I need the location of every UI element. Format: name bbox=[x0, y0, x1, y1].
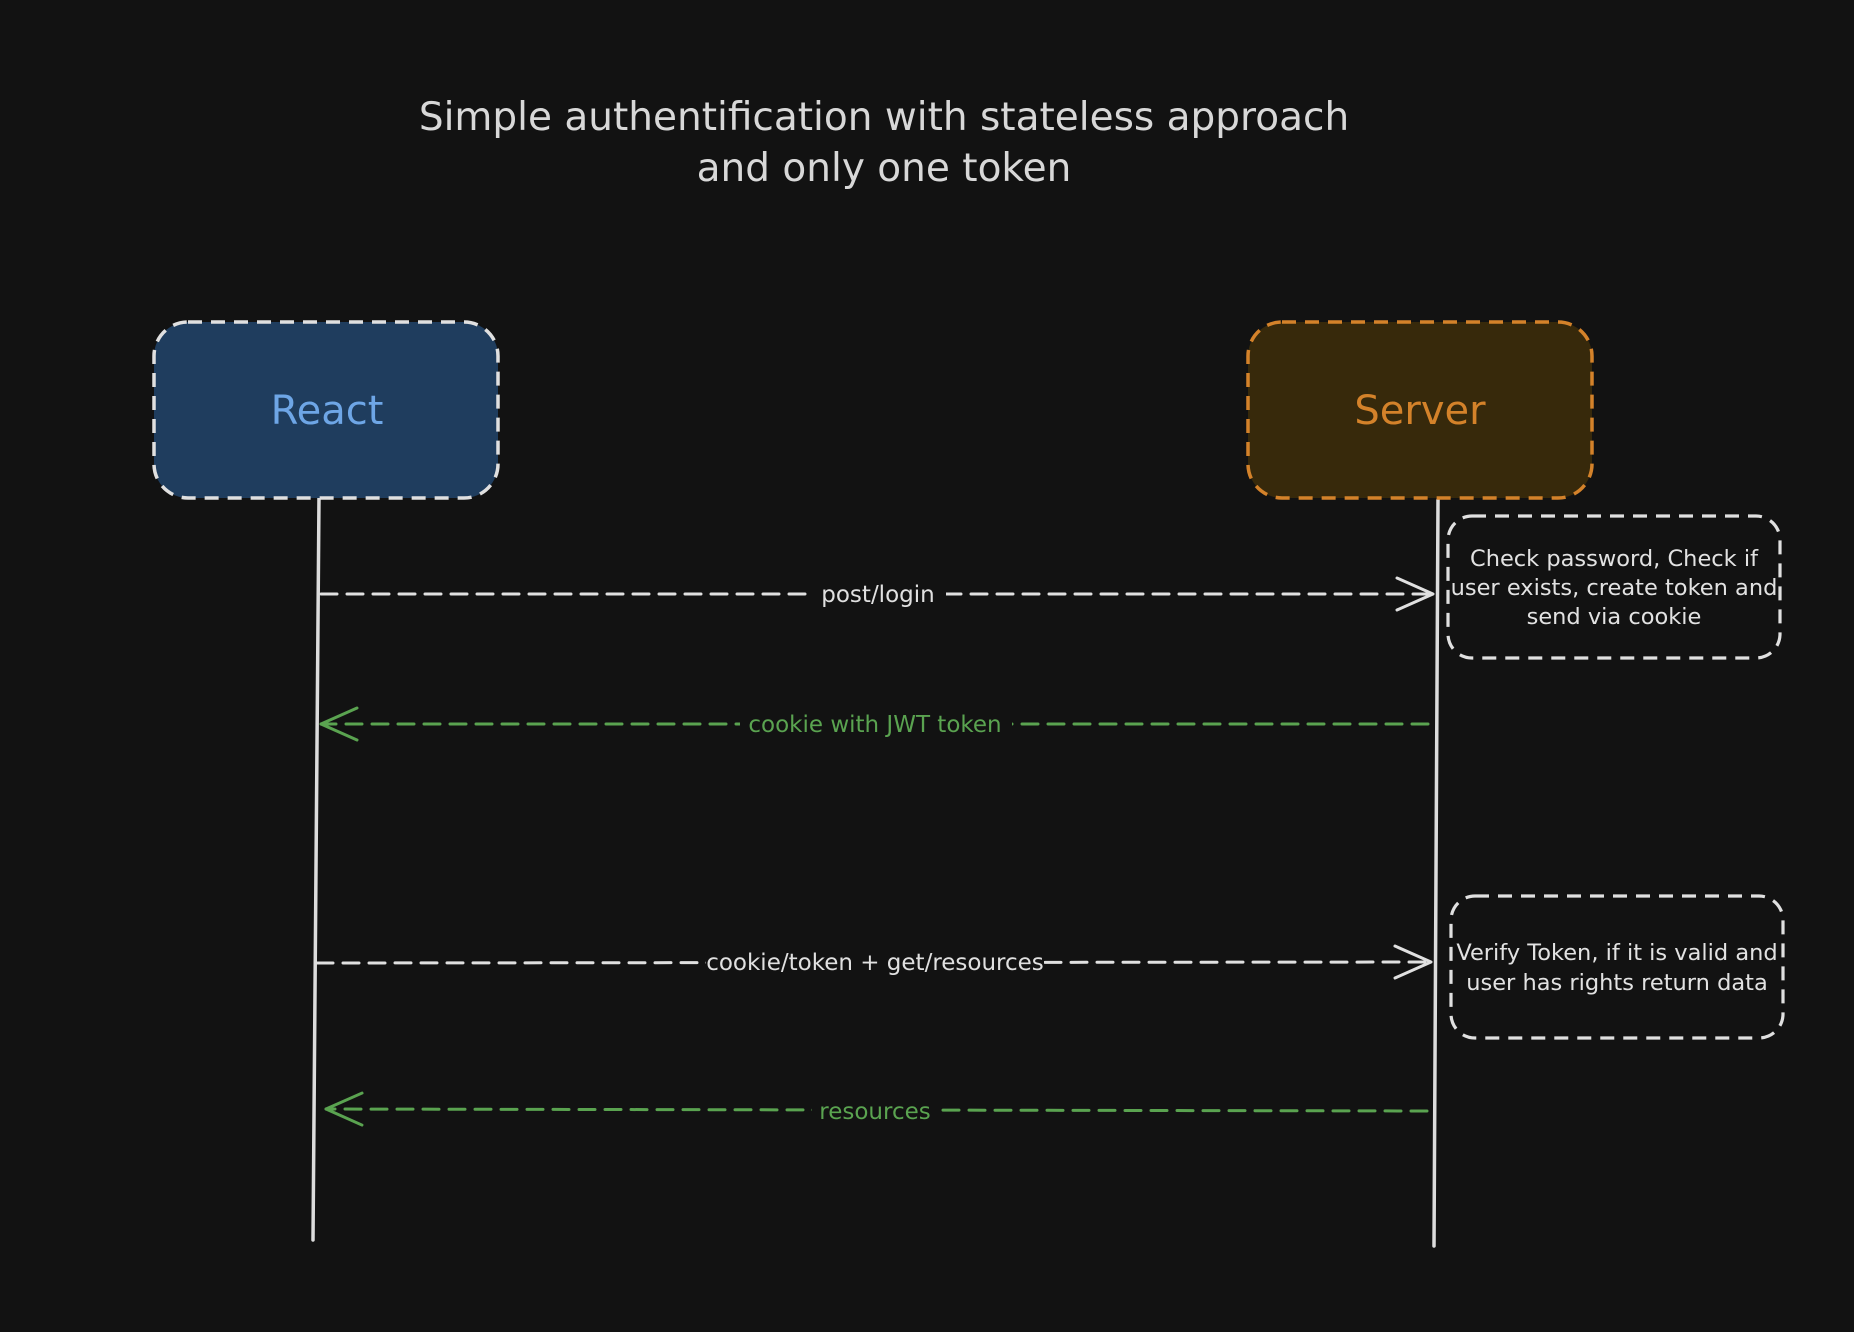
note-2-line-1: Verify Token, if it is valid and bbox=[1456, 940, 1777, 966]
note-verify-token: Verify Token, if it is valid and user ha… bbox=[1449, 894, 1785, 1040]
diagram-title-line-2: and only one token bbox=[697, 146, 1072, 191]
note-1-line-1: Check password, Check if bbox=[1470, 546, 1759, 572]
server-actor-box: Server bbox=[1246, 320, 1594, 500]
diagram-title-line-1: Simple authentification with stateless a… bbox=[419, 95, 1349, 140]
react-actor-box: React bbox=[152, 320, 500, 500]
message-label-get-resources: cookie/token + get/resources bbox=[706, 950, 1044, 976]
server-lifeline bbox=[1432, 498, 1440, 1248]
react-lifeline bbox=[311, 495, 321, 1242]
note-check-password: Check password, Check if user exists, cr… bbox=[1446, 514, 1782, 660]
message-label-resources: resources bbox=[819, 1099, 930, 1125]
message-label-cookie-jwt: cookie with JWT token bbox=[748, 712, 1001, 738]
note-2-line-2: user has rights return data bbox=[1466, 970, 1768, 996]
message-cookie-jwt: cookie with JWT token bbox=[319, 706, 1430, 742]
server-actor-label: Server bbox=[1354, 388, 1486, 434]
note-1-line-2: user exists, create token and bbox=[1451, 575, 1778, 601]
message-post-login: post/login bbox=[319, 576, 1435, 612]
message-label-post-login: post/login bbox=[821, 582, 934, 608]
message-resources: resources bbox=[324, 1091, 1429, 1127]
note-1-line-3: send via cookie bbox=[1527, 604, 1702, 630]
message-get-resources: cookie/token + get/resources bbox=[315, 944, 1433, 980]
react-actor-label: React bbox=[271, 388, 384, 434]
